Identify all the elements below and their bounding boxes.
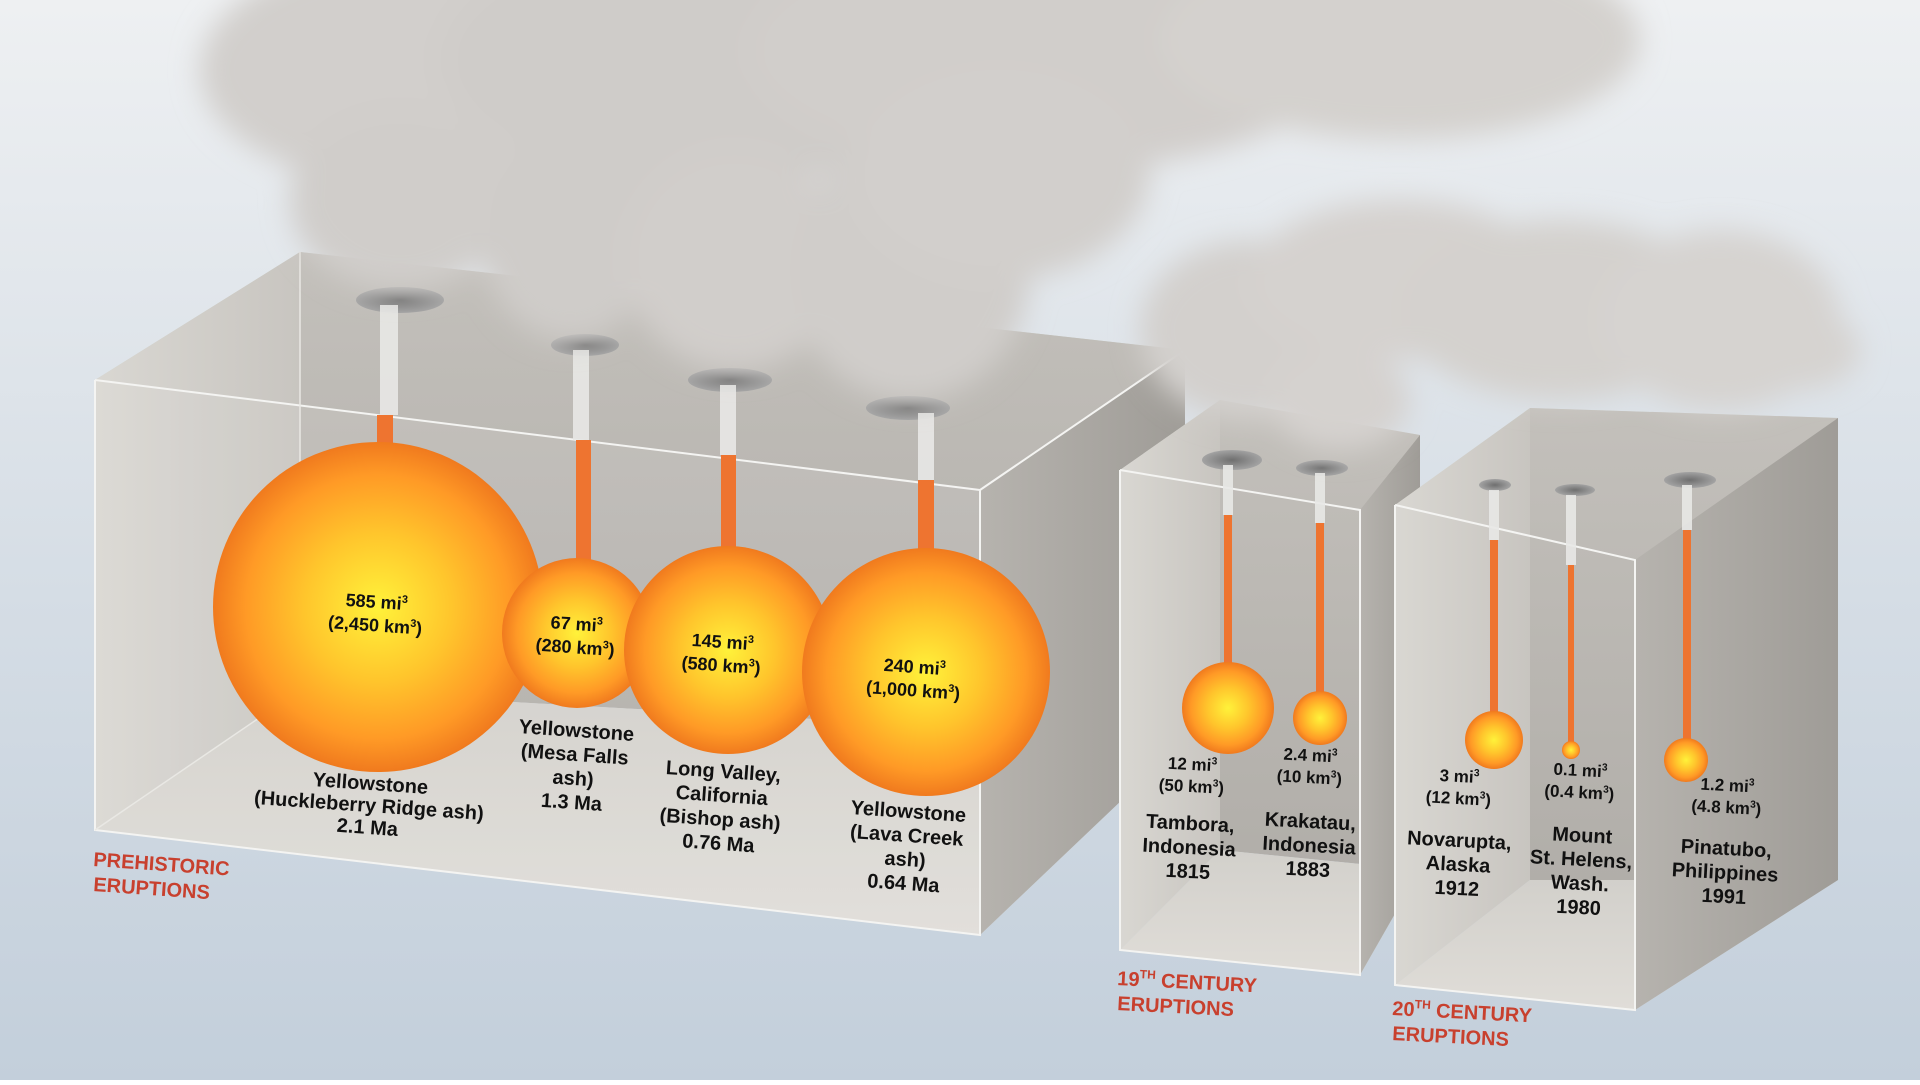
volume-mi3-mount-st-helens: 0.1 mi3: [1553, 760, 1608, 782]
century19-left-wall: [1120, 400, 1220, 950]
volume-km3-yellowstone-mesa-falls: (280 km3): [535, 634, 615, 660]
name-line-yellowstone-lava-creek-3: 0.64 Ma: [867, 870, 941, 897]
vent-pinatubo: [1664, 472, 1716, 488]
vents: [356, 287, 1716, 496]
magma-chamber-tambora: [1182, 662, 1274, 754]
volume-label-tambora: 12 mi3(50 km3): [1158, 754, 1224, 798]
volume-mi3-yellowstone-lava-creek: 240 mi3: [883, 655, 946, 679]
name-line-yellowstone-mesa-falls-2: ash): [552, 766, 595, 791]
century20-box: [1394, 408, 1838, 1012]
century19-box: [1119, 400, 1420, 977]
volume-mi3-novarupta: 3 mi3: [1439, 766, 1480, 787]
magma-chamber-long-valley: [624, 546, 832, 754]
conduit-pinatubo: [1683, 530, 1691, 750]
vent-long-valley: [688, 368, 772, 392]
name-line-tambora-1: Indonesia: [1142, 835, 1237, 862]
volume-label-novarupta: 3 mi3(12 km3): [1425, 766, 1491, 810]
group-label-century20: 20TH CENTURY ERUPTIONS: [1392, 996, 1533, 1051]
volume-km3-novarupta: (12 km3): [1425, 787, 1491, 809]
magma-chamber-novarupta: [1465, 711, 1523, 769]
magma-chamber-krakatau: [1293, 691, 1347, 745]
name-line-tambora-2: 1815: [1165, 860, 1211, 884]
magma-chamber-mesa-falls: [502, 558, 652, 708]
conduit-lava-creek: [918, 480, 934, 560]
name-line-mount-st-helens-3: 1980: [1556, 896, 1602, 920]
volume-label-yellowstone-huckleberry: 585 mi3(2,450 km3): [327, 590, 422, 639]
name-line-long-valley-3: 0.76 Ma: [682, 830, 756, 857]
vent-st-helens: [1555, 484, 1595, 496]
vent-huckleberry: [356, 287, 444, 313]
conduit-novarupta: [1490, 540, 1498, 720]
volume-label-long-valley: 145 mi3(580 km3): [681, 630, 761, 678]
name-line-krakatau-0: Krakatau,: [1264, 809, 1356, 836]
volume-mi3-yellowstone-mesa-falls: 67 mi3: [550, 612, 603, 636]
volume-mi3-krakatau: 2.4 mi3: [1283, 745, 1338, 767]
vent-novarupta: [1479, 479, 1511, 491]
magma-chamber-huckleberry: [213, 442, 543, 772]
name-line-pinatubo-0: Pinatubo,: [1680, 836, 1772, 863]
conduit-st-helens: [1568, 565, 1574, 745]
volume-km3-long-valley: (580 km3): [681, 652, 761, 678]
name-line-yellowstone-mesa-falls-3: 1.3 Ma: [540, 790, 603, 816]
century19-floor: [1120, 850, 1420, 975]
name-line-krakatau-1: Indonesia: [1262, 833, 1357, 860]
volume-km3-yellowstone-huckleberry: (2,450 km3): [327, 612, 422, 639]
volume-label-krakatau: 2.4 mi3(10 km3): [1276, 745, 1342, 789]
conduits: [377, 305, 1692, 750]
volume-label-pinatubo: 1.2 mi3(4.8 km3): [1691, 775, 1762, 819]
volume-km3-mount-st-helens: (0.4 km3): [1544, 781, 1615, 804]
magma-chamber-lava-creek: [802, 548, 1050, 796]
name-labels: Yellowstone(Huckleberry Ridge ash)2.1 Ma…: [253, 716, 1779, 920]
magma-chamber-st-helens: [1562, 741, 1580, 759]
volume-label-yellowstone-mesa-falls: 67 mi3(280 km3): [535, 612, 615, 660]
group-label-century19-line1: 19TH CENTURY: [1117, 966, 1258, 997]
ash-cloud-small: [1140, 200, 1860, 450]
name-line-novarupta-2: 1912: [1434, 877, 1480, 901]
conduit-tambora: [1224, 515, 1232, 675]
volume-mi3-pinatubo: 1.2 mi3: [1700, 775, 1755, 797]
name-line-novarupta-1: Alaska: [1425, 852, 1491, 877]
volume-km3-krakatau: (10 km3): [1276, 766, 1342, 788]
name-line-mount-st-helens-0: Mount: [1552, 823, 1613, 848]
vent-krakatau: [1296, 460, 1348, 476]
name-label-long-valley: Long Valley,California(Bishop ash)0.76 M…: [659, 757, 782, 857]
volume-mi3-long-valley: 145 mi3: [691, 630, 754, 654]
magma-chambers: [213, 442, 1708, 796]
name-line-pinatubo-2: 1991: [1701, 885, 1747, 909]
volume-km3-pinatubo: (4.8 km3): [1691, 796, 1762, 819]
name-line-yellowstone-lava-creek-2: ash): [884, 847, 927, 872]
group-label-century20-line1: 20TH CENTURY: [1392, 996, 1533, 1027]
conduit-mesa-falls: [576, 440, 591, 560]
ash-cloud-large: [200, 0, 1640, 400]
volume-label-mount-st-helens: 0.1 mi3(0.4 km3): [1544, 760, 1615, 804]
name-line-mount-st-helens-2: Wash.: [1550, 871, 1609, 896]
name-line-novarupta-0: Novarupta,: [1407, 827, 1512, 854]
name-line-mount-st-helens-1: St. Helens,: [1529, 846, 1632, 873]
volume-mi3-yellowstone-huckleberry: 585 mi3: [345, 590, 408, 614]
name-line-krakatau-2: 1883: [1285, 858, 1331, 882]
name-line-yellowstone-huckleberry-2: 2.1 Ma: [336, 815, 399, 841]
volume-mi3-tambora: 12 mi3: [1167, 754, 1217, 776]
volume-km3-tambora: (50 km3): [1158, 775, 1224, 797]
vent-tambora: [1202, 450, 1262, 470]
magma-chamber-pinatubo: [1664, 738, 1708, 782]
conduit-krakatau: [1316, 523, 1324, 701]
volume-labels: 585 mi3(2,450 km3) 67 mi3(280 km3) 145 mi3…: [327, 590, 1762, 819]
conduit-long-valley: [721, 455, 736, 560]
name-line-tambora-0: Tambora,: [1146, 811, 1236, 838]
